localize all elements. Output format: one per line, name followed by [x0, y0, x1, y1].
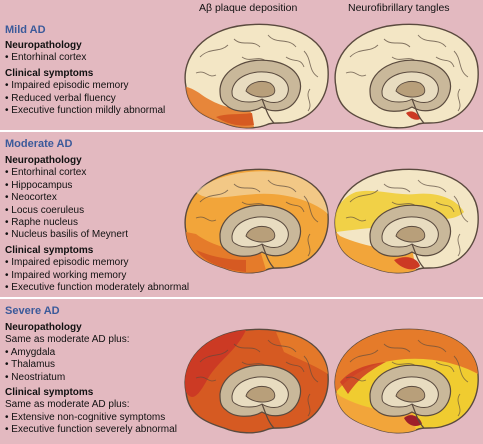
- stage-text-mild: Neuropathology • Entorhinal cortex Clini…: [5, 40, 165, 117]
- brain-mild-tangles: [334, 23, 479, 129]
- list-item: • Impaired working memory: [5, 269, 127, 281]
- list-item: • Reduced verbal fluency: [5, 92, 116, 104]
- list-item: Same as moderate AD plus:: [5, 399, 130, 411]
- brain-moderate-plaque: [184, 168, 329, 274]
- section-heading: Neuropathology: [5, 40, 82, 51]
- column-header-plaque: Aβ plaque deposition: [199, 2, 298, 14]
- list-item: • Locus coeruleus: [5, 204, 85, 216]
- stage-title-moderate: Moderate AD: [5, 138, 73, 150]
- divider: [0, 297, 483, 299]
- list-item: • Nucleus basilis of Meynert: [5, 229, 128, 241]
- stage-text-severe: Neuropathology Same as moderate AD plus:…: [5, 322, 177, 437]
- list-item: • Neocortex: [5, 192, 57, 204]
- list-item: • Hippocampus: [5, 179, 73, 191]
- list-item: • Raphe nucleus: [5, 217, 78, 229]
- list-item: • Impaired episodic memory: [5, 257, 129, 269]
- column-header-tangles: Neurofibrillary tangles: [348, 2, 450, 14]
- list-item: • Impaired episodic memory: [5, 80, 129, 92]
- section-heading: Neuropathology: [5, 155, 82, 166]
- brain-severe-tangles: [334, 328, 479, 434]
- list-item: Same as moderate AD plus:: [5, 334, 130, 346]
- stage-title-mild: Mild AD: [5, 24, 46, 36]
- list-item: • Entorhinal cortex: [5, 167, 87, 179]
- section-heading: Clinical symptoms: [5, 387, 94, 399]
- divider: [0, 130, 483, 132]
- list-item: • Entorhinal cortex: [5, 52, 87, 64]
- brain-moderate-tangles: [334, 168, 479, 274]
- stage-text-moderate: Neuropathology • Entorhinal cortex • Hip…: [5, 155, 189, 294]
- brain-mild-plaque: [184, 23, 329, 129]
- stage-title-severe: Severe AD: [5, 305, 60, 317]
- brain-severe-plaque: [184, 328, 329, 434]
- list-item: • Executive function mildly abnormal: [5, 105, 166, 117]
- section-heading: Clinical symptoms: [5, 67, 94, 79]
- list-item: • Neostriatum: [5, 371, 66, 383]
- list-item: • Executive function severely abnormal: [5, 424, 177, 436]
- section-heading: Clinical symptoms: [5, 244, 94, 256]
- section-heading: Neuropathology: [5, 322, 82, 333]
- list-item: • Thalamus: [5, 359, 56, 371]
- list-item: • Executive function moderately abnormal: [5, 282, 190, 294]
- list-item: • Extensive non-cognitive symptoms: [5, 411, 166, 423]
- list-item: • Amygdala: [5, 346, 56, 358]
